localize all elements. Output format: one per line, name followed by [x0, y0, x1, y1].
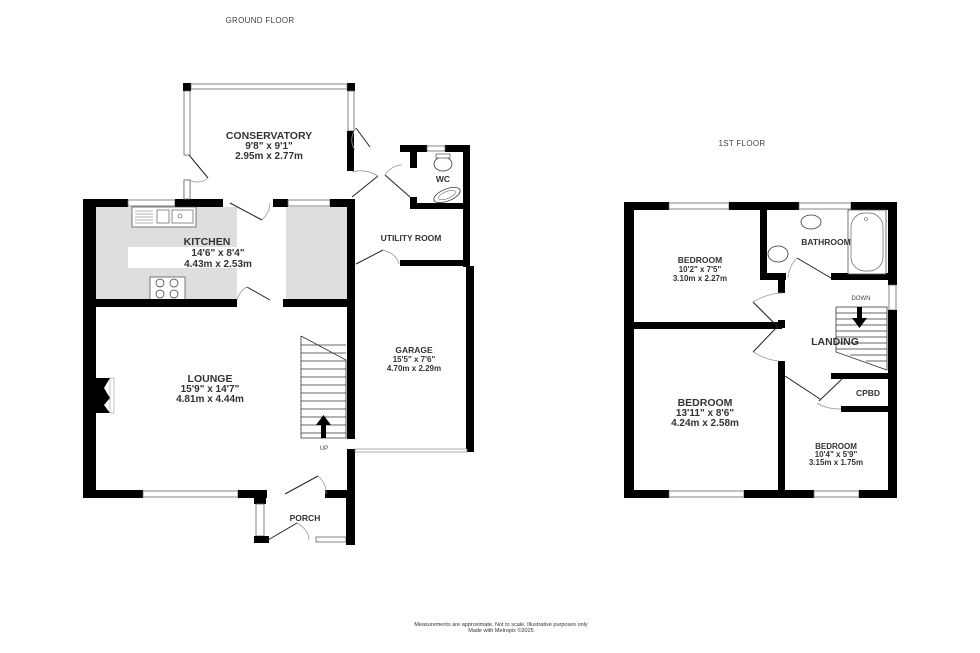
- room-dim-metric-conservatory: 2.95m x 2.77m: [235, 151, 303, 162]
- basin-icon: [767, 245, 789, 263]
- room-dim-imperial-kitchen: 14'6" x 8'4": [191, 248, 244, 259]
- footer-credit: Made with Metropix ©2025: [468, 627, 534, 634]
- room-label-cpbd: CPBD: [856, 388, 880, 398]
- arrow-up-icon: [316, 415, 331, 438]
- hob-icon: [149, 276, 186, 301]
- stairs-up: UP: [300, 335, 347, 452]
- room-dim-metric-lounge: 4.81m x 4.44m: [176, 394, 244, 405]
- room-dim-imperial-bedroom-3: 10'4" x 5'9": [815, 450, 858, 459]
- ground-floor-plan: WC: [83, 83, 474, 545]
- arrow-down-icon: [852, 307, 867, 328]
- room-dim-imperial-conservatory: 9'8" x 9'1": [245, 141, 293, 152]
- room-dim-metric-garage: 4.70m x 2.29m: [387, 364, 441, 373]
- room-label-garage: GARAGE: [395, 345, 433, 355]
- wc-room: WC: [400, 145, 470, 267]
- stairs-down-label: DOWN: [852, 296, 871, 302]
- stairs-up-label: UP: [320, 446, 328, 452]
- footer-disclaimer: Measurements are approximate. Not to sca…: [414, 622, 588, 628]
- room-dim-imperial-bedroom-2: 13'11" x 8'6": [676, 408, 734, 419]
- room-label-landing: LANDING: [811, 336, 859, 348]
- room-dim-metric-bedroom-3: 3.15m x 1.75m: [809, 458, 863, 467]
- fireplace-icon: [96, 377, 115, 414]
- room-label-bedroom-2: BEDROOM: [678, 397, 733, 409]
- garage-room: GARAGE 15'5" x 7'6" 4.70m x 2.29m: [354, 266, 474, 453]
- room-label-bedroom-3: BEDROOM: [815, 442, 857, 451]
- cupboard: CPBD: [784, 373, 891, 412]
- basin-icon: [433, 186, 461, 204]
- room-label-bathroom: BATHROOM: [801, 237, 850, 247]
- kitchen-room: KITCHEN 14'6" x 8'4" 4.43m x 2.53m: [83, 179, 354, 307]
- lounge-room: LOUNGE 15'9" x 14'7" 4.81m x 4.44m: [83, 373, 347, 498]
- ground-floor-title: GROUND FLOOR: [226, 16, 295, 25]
- room-dim-metric-bedroom-2: 4.24m x 2.58m: [671, 418, 739, 429]
- room-dim-imperial-bedroom-1: 10'2" x 7'5": [679, 265, 722, 274]
- room-label-bedroom-1: BEDROOM: [678, 255, 722, 265]
- room-label-utility: UTILITY ROOM: [381, 233, 442, 243]
- porch-room: PORCH: [254, 490, 355, 545]
- room-label-lounge: LOUNGE: [188, 373, 233, 385]
- room-dim-imperial-garage: 15'5" x 7'6": [393, 355, 436, 364]
- first-floor-title: 1ST FLOOR: [718, 139, 765, 148]
- room-label-wc: WC: [436, 174, 450, 184]
- room-dim-imperial-lounge: 15'9" x 14'7": [181, 384, 240, 395]
- toilet-icon: [800, 214, 822, 230]
- room-dim-metric-kitchen: 4.43m x 2.53m: [184, 259, 252, 270]
- toilet-icon: [433, 156, 453, 172]
- stairs-down: DOWN: [835, 296, 888, 371]
- first-floor-plan: BATHROOM BEDROOM 10'2" x 7'5" 3.10m x 2.…: [624, 202, 897, 498]
- utility-room: UTILITY ROOM: [355, 233, 470, 266]
- room-label-conservatory: CONSERVATORY: [226, 130, 312, 142]
- room-label-porch: PORCH: [290, 513, 321, 523]
- room-dim-metric-bedroom-1: 3.10m x 2.27m: [673, 274, 727, 283]
- bathroom-room: BATHROOM: [767, 209, 897, 280]
- room-label-kitchen: KITCHEN: [184, 236, 231, 248]
